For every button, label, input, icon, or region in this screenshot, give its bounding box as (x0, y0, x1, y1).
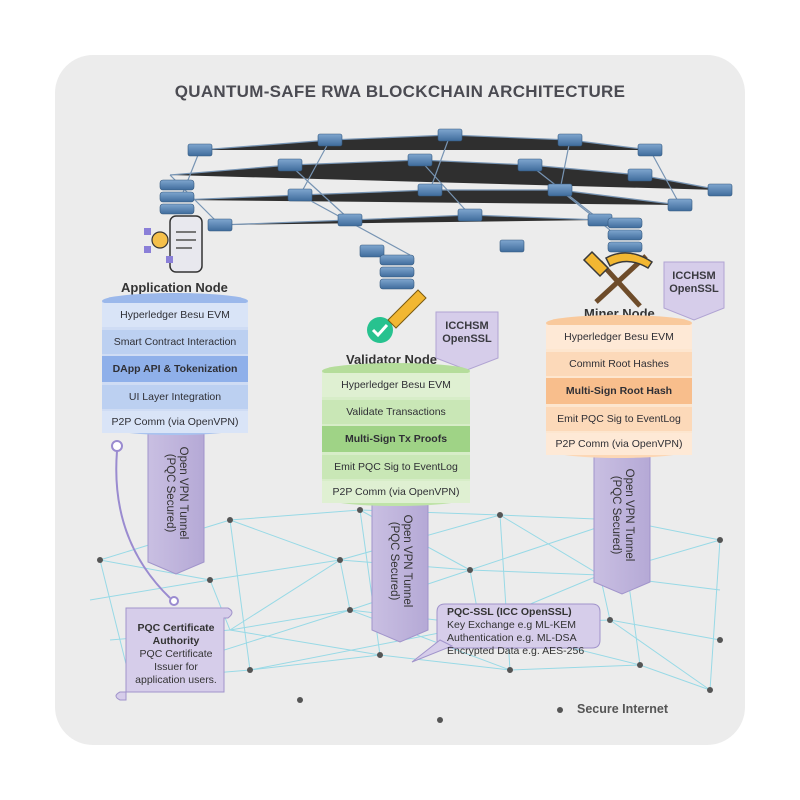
miner-layer-emit: Emit PQC Sig to EventLog (546, 407, 692, 431)
pqc-ssl-encryption: Encrypted Data e.g. AES-256 (447, 645, 585, 657)
validator-tunnel-label: Open VPN Tunnel (PQC Secured) (387, 511, 413, 611)
hsm-tag-shapes (435, 261, 725, 371)
validator-node-stack: Hyperledger Besu EVM Validate Transactio… (322, 363, 470, 509)
validator-tunnel-line1: Open VPN Tunnel (401, 514, 413, 608)
validator-layer-multisign: Multi-Sign Tx Proofs (322, 426, 470, 452)
mobile-dapp-icon (144, 215, 203, 273)
diagram-title: QUANTUM-SAFE RWA BLOCKCHAIN ARCHITECTURE (174, 82, 626, 101)
miner-hsm-line2: OpenSSL (669, 283, 719, 295)
ca-connector (111, 440, 179, 606)
validator-hsm-line2: OpenSSL (442, 333, 492, 345)
miner-node-stack: Hyperledger Besu EVM Commit Root Hashes … (546, 315, 692, 461)
miner-hsm-tag: ICCHSM OpenSSL (664, 270, 724, 296)
pqc-ca-note: PQC Certificate Authority PQC Certificat… (128, 622, 224, 687)
note-shapes (115, 603, 601, 701)
validator-hsm-line1: ICCHSM (445, 320, 489, 332)
app-layer-ui: UI Layer Integration (102, 385, 248, 409)
vpn-tunnel-shapes (147, 431, 651, 643)
mesh-nodes (97, 507, 723, 723)
validator-tunnel-line2: (PQC Secured) (388, 521, 400, 601)
miner-tunnel-line1: Open VPN Tunnel (623, 468, 635, 562)
pqc-ca-desc: PQC Certificate Issuer for application u… (135, 648, 217, 686)
app-layer-smart-contract: Smart Contract Interaction (102, 330, 248, 354)
miner-layer-commit: Commit Root Hashes (546, 352, 692, 376)
miner-tunnel-line2: (PQC Secured) (610, 475, 622, 555)
blockchain-blocks (187, 128, 733, 258)
pqc-ssl-title: PQC-SSL (ICC OpenSSL) (447, 606, 572, 618)
miner-layer-multisign: Multi-Sign Root Hash (546, 378, 692, 404)
application-node-label: Application Node (121, 280, 228, 295)
validator-hsm-tag: ICCHSM OpenSSL (436, 320, 498, 346)
server-stacks (159, 179, 643, 290)
pqc-ssl-authentication: Authentication e.g. ML-DSA (447, 632, 577, 644)
miner-hsm-line1: ICCHSM (672, 270, 716, 282)
app-layer-besu: Hyperledger Besu EVM (102, 303, 248, 327)
application-node-stack: Hyperledger Besu EVM Smart Contract Inte… (102, 293, 248, 438)
pqc-ca-title: PQC Certificate Authority (137, 622, 215, 647)
pqc-ssl-key-exchange: Key Exchange e.g ML-KEM (447, 619, 576, 631)
miner-layer-p2p: P2P Comm (via OpenVPN) (546, 433, 692, 455)
app-tunnel-line1: Open VPN Tunnel (177, 446, 189, 540)
validator-layer-emit: Emit PQC Sig to EventLog (322, 455, 470, 479)
mining-tools-icon (582, 250, 654, 308)
app-tunnel-line2: (PQC Secured) (164, 453, 176, 533)
app-layer-dapp-api: DApp API & Tokenization (102, 356, 248, 382)
validator-check-icon (367, 289, 427, 343)
app-layer-p2p: P2P Comm (via OpenVPN) (102, 411, 248, 433)
secure-internet-label: Secure Internet (577, 702, 669, 716)
miner-tunnel-label: Open VPN Tunnel (PQC Secured) (609, 465, 635, 565)
app-tunnel-label: Open VPN Tunnel (PQC Secured) (163, 443, 189, 543)
pqc-ssl-note: PQC-SSL (ICC OpenSSL) Key Exchange e.g M… (447, 606, 597, 658)
validator-layer-p2p: P2P Comm (via OpenVPN) (322, 481, 470, 503)
validator-layer-besu: Hyperledger Besu EVM (322, 373, 470, 397)
miner-layer-besu: Hyperledger Besu EVM (546, 325, 692, 349)
validator-layer-validate: Validate Transactions (322, 400, 470, 424)
